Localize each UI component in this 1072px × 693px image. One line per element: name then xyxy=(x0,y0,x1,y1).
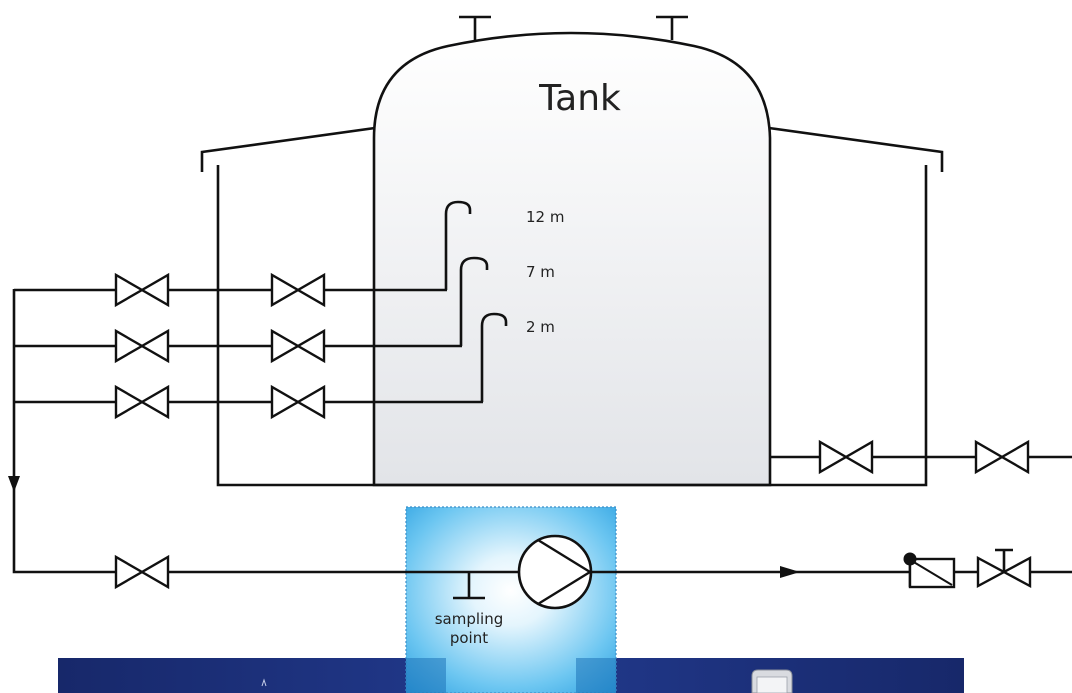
sparkle-icon xyxy=(261,678,267,687)
pump-icon xyxy=(517,534,593,610)
probe-12m xyxy=(444,200,472,290)
sampling-label-line1: sampling xyxy=(435,610,504,628)
valve-12m-inner xyxy=(270,272,326,308)
tank-nozzle-left xyxy=(459,15,491,40)
valve-12m-outer xyxy=(114,272,170,308)
probe-2m xyxy=(480,312,508,402)
support-frame xyxy=(216,165,928,487)
valve-outlet-1 xyxy=(818,439,874,475)
filter-icon xyxy=(903,552,956,589)
valve-outlet-2 xyxy=(974,439,1030,475)
tank-title: Tank xyxy=(538,78,621,119)
flow-arrow-right xyxy=(780,566,800,578)
valve-7m-outer xyxy=(114,328,170,364)
valve-2m-inner xyxy=(270,384,326,420)
tank-body xyxy=(372,31,772,487)
roof-right xyxy=(768,126,944,172)
tank-nozzle-right xyxy=(656,15,688,40)
device-icon xyxy=(751,669,793,693)
valve-2m-outer xyxy=(114,384,170,420)
probe-7m xyxy=(459,256,489,346)
highlight-shade-left xyxy=(406,658,446,693)
collector-header xyxy=(12,289,519,574)
probe-label-12m: 12 m xyxy=(526,208,564,226)
probe-label-2m: 2 m xyxy=(526,318,555,336)
valve-7m-inner xyxy=(270,328,326,364)
probe-label-7m: 7 m xyxy=(526,263,555,281)
flow-arrow-down xyxy=(8,476,20,492)
sampling-point-tap xyxy=(453,572,485,600)
roof-left xyxy=(200,126,376,172)
highlight-shade-right xyxy=(576,658,616,693)
valve-main xyxy=(114,554,170,590)
control-valve-icon xyxy=(976,548,1032,589)
sampling-label-line2: point xyxy=(450,629,488,647)
